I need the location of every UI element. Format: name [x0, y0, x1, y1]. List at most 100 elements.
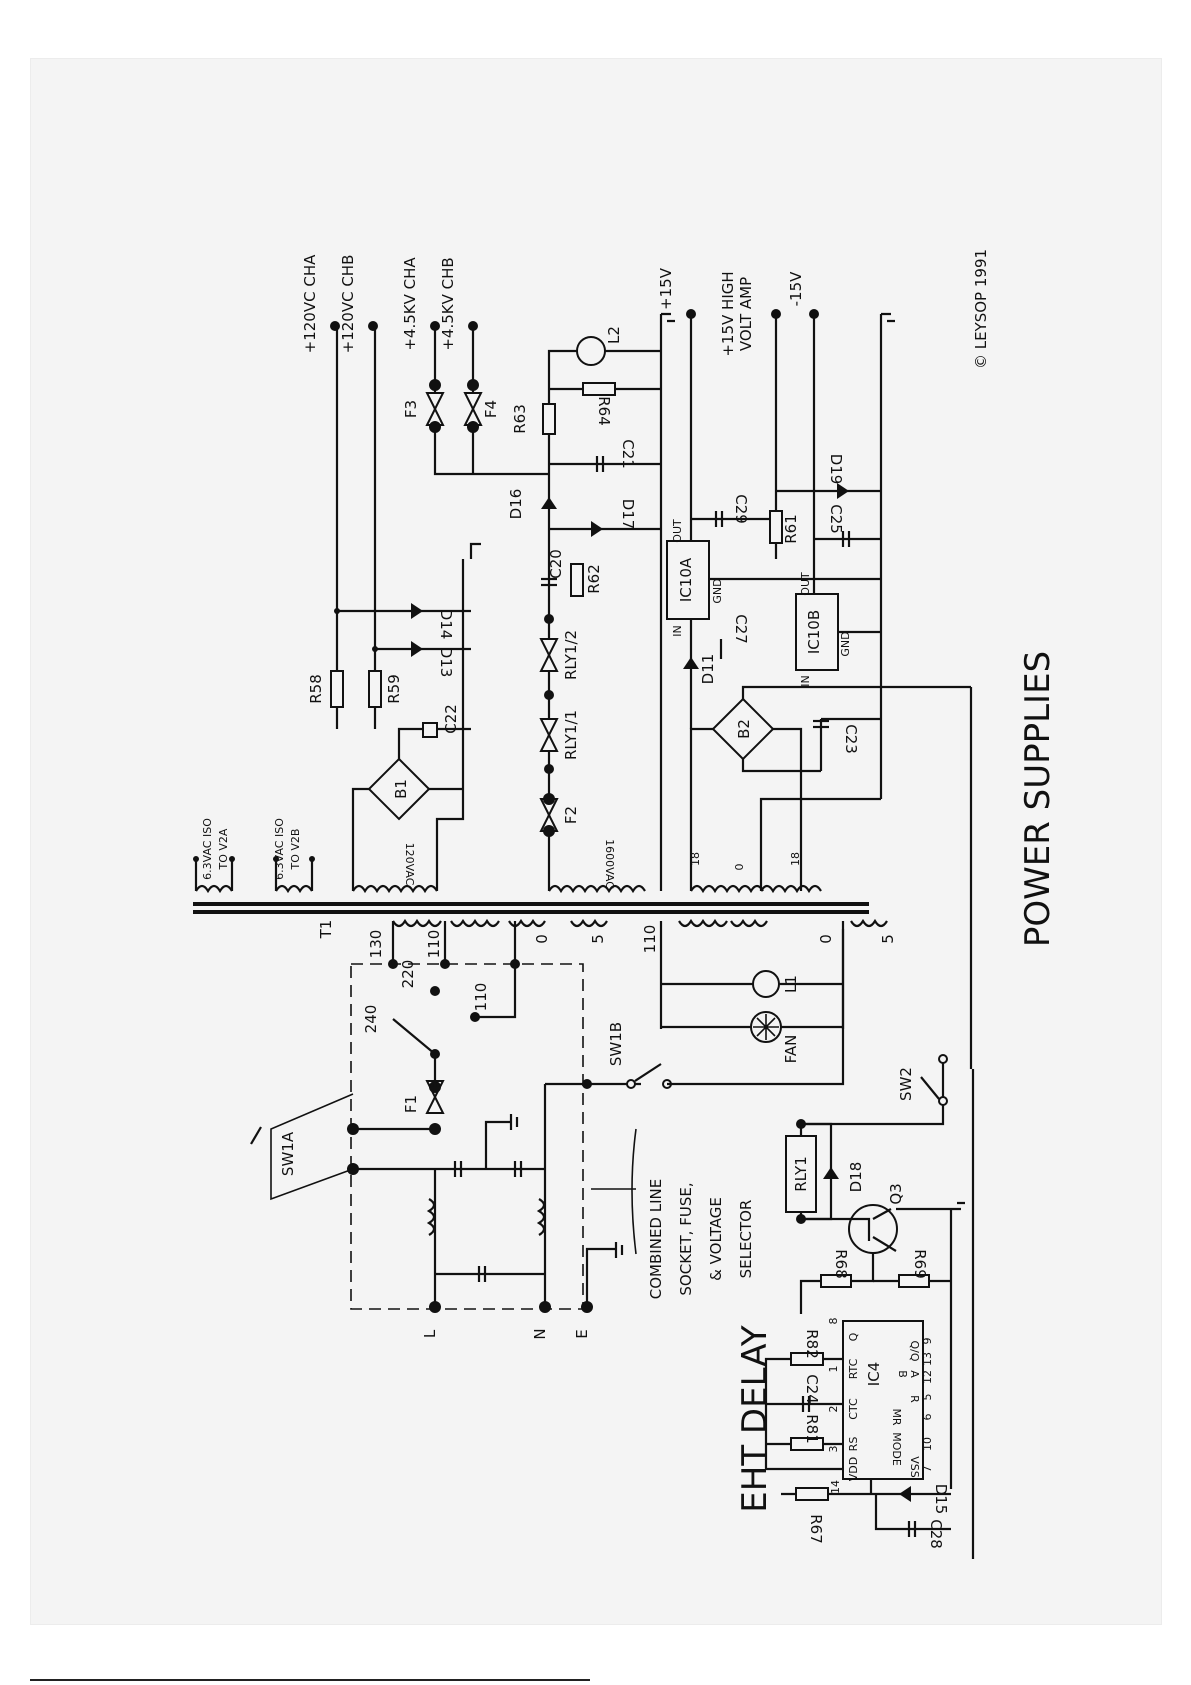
ic4-pin-vss: VSS: [908, 1456, 921, 1478]
ic10a-out-pin: OUT: [671, 519, 684, 543]
ic4-pin-b: B: [896, 1370, 909, 1378]
ic10b-label: IC10B: [805, 610, 823, 654]
d15-label: D16: [507, 489, 525, 520]
output-labels: +120VC CHA +120VC CHB +4.5KV CHA +4.5KV …: [301, 254, 805, 357]
section-line-input: L N E SW1A F1 240 220 110: [250, 921, 845, 1340]
sec-1600vac: 1600VAC: [603, 839, 616, 889]
ic4-pin-num-13: 13: [921, 1352, 934, 1366]
ic4-pin-ctc: CTC: [847, 1398, 860, 1420]
power-supply-schematic: POWER SUPPLIES EHT DELAY © LEYSOP 1991 +…: [193, 249, 1058, 1559]
section-low-voltage: B2 C23 D11 IC10A IN OUT GND C27 C29 R61 …: [666, 312, 973, 1069]
output-15v: +15V: [657, 267, 675, 310]
f1-label: F1: [402, 1095, 420, 1113]
tap-110-a: 110: [425, 930, 443, 959]
r69-label: R69: [911, 1249, 929, 1279]
ic4-pin-mr: MR: [890, 1408, 903, 1425]
tap-5-a: 5: [589, 934, 607, 944]
rly1-2-label: RLY1/2: [562, 630, 580, 680]
ic4-pin-num-5: 5: [921, 1394, 934, 1401]
d16-label: D17: [619, 499, 637, 530]
c29-label: C28: [927, 1519, 945, 1549]
section-title-eht-delay: EHT DELAY: [735, 1325, 775, 1513]
r64-label: R64: [595, 396, 613, 426]
f2-label: F2: [562, 806, 580, 824]
sw1a-label: SW1A: [279, 1131, 297, 1176]
output-120vc-chb: +120VC CHB: [339, 255, 357, 354]
output-15v-high: +15V HIGH: [719, 271, 737, 356]
output-minus-15v: -15V: [787, 271, 805, 306]
r59-label: R59: [385, 674, 403, 704]
section-eht-delay: SW2 RLY1 D18 Q3 R68 R69 IC4 RS CTC RTC Q…: [764, 1054, 975, 1559]
sw1b-label: SW1B: [607, 1022, 625, 1066]
voltage-220: 220: [399, 960, 417, 989]
ic4-pin-num-2: 2: [827, 1406, 840, 1413]
sec-0: 0: [733, 864, 746, 871]
bridge-b2-label: B2: [735, 719, 753, 739]
r58-label: R58: [307, 674, 325, 704]
sec-to-v2b: TO V2B: [289, 829, 302, 871]
selector-note-1: COMBINED LINE: [647, 1179, 665, 1299]
rly1-label: RLY1: [792, 1156, 810, 1192]
output-4kv-chb: +4.5KV CHB: [439, 257, 457, 350]
section-eht-supply: F2 RLY1/1 RLY1/2 C20 R62 D16 D17 C21 R63…: [402, 312, 675, 891]
l2-label: L2: [605, 326, 623, 344]
copyright-notice: © LEYSOP 1991: [972, 249, 990, 369]
r62-label: R62: [585, 564, 603, 594]
sec-18-a: 18: [689, 852, 702, 866]
sec-18-b: 18: [789, 852, 802, 866]
ic4-pin-a: A: [908, 1370, 921, 1378]
c28-label: C29: [732, 494, 750, 524]
ic10b-in-pin: IN: [799, 675, 812, 686]
ic4-pin-num-6: 6: [921, 1414, 934, 1421]
ic10a-in-pin: IN: [671, 625, 684, 636]
tap-0-b: 0: [817, 934, 835, 944]
l1-label: L1: [782, 975, 800, 993]
d13-label: D13: [437, 647, 455, 678]
selector-note-3: & VOLTAGE: [707, 1197, 725, 1281]
rly1-1-label: RLY1/1: [562, 710, 580, 760]
ic10b-out-pin: OUT: [799, 572, 812, 596]
ic4-pin-num-10: 10: [921, 1437, 934, 1451]
ic10b-gnd-pin: GND: [839, 631, 852, 656]
bridge-b1-label: B1: [392, 779, 410, 799]
r67-label: R67: [807, 1514, 825, 1544]
selector-note-4: SELECTOR: [737, 1200, 755, 1279]
c23-label: C23: [842, 724, 860, 754]
transformer-label: T1: [317, 920, 335, 940]
d14-label: D14: [437, 609, 455, 640]
transformer-t1: T1 130 110 0 5 110 0 5 6.3VAC ISO TO V2A…: [193, 818, 897, 959]
sec-to-v2a: TO V2A: [217, 828, 230, 870]
terminal-e: E: [573, 1329, 591, 1338]
d17-label: D15: [932, 1484, 950, 1515]
ic4-pin-rtc: RTC: [847, 1358, 860, 1379]
selector-note-2: SOCKET, FUSE,: [677, 1182, 695, 1295]
sec-120vac: 120VAC: [403, 843, 416, 886]
ic4-pin-num-1: 1: [827, 1366, 840, 1373]
c22-label: C22: [442, 704, 460, 734]
output-120vc-cha: +120VC CHA: [301, 254, 319, 353]
d11-label: D11: [699, 654, 717, 685]
ic4-pin-num-7: 7: [921, 1466, 934, 1473]
sec-6v3-a: 6.3VAC ISO: [201, 818, 214, 880]
c27-label: C25: [827, 504, 845, 534]
ic4-pin-num-14: 14: [829, 1480, 842, 1494]
f4-label: F4: [482, 400, 500, 418]
r68-label: R68: [832, 1249, 850, 1279]
ic4-pin-q: Q: [847, 1332, 860, 1341]
r61-label: R61: [782, 514, 800, 544]
ic4-label: IC4: [865, 1362, 883, 1386]
ic4-pin-num-9: 9: [921, 1338, 934, 1345]
ic4-pin-r: R: [908, 1395, 921, 1403]
schematic-sheet: POWER SUPPLIES EHT DELAY © LEYSOP 1991 +…: [30, 58, 1162, 1625]
ic4-pin-num-3: 3: [827, 1446, 840, 1453]
ic4-pin-num-8: 8: [827, 1318, 840, 1325]
section-120v-rectifier: B1 C22 R58 R59 D14 D13: [307, 326, 481, 891]
tap-5-b: 5: [879, 934, 897, 944]
tap-130: 130: [367, 930, 385, 959]
fan-label: FAN: [782, 1035, 800, 1064]
ic4-pin-rs: RS: [847, 1437, 860, 1452]
page-title: POWER SUPPLIES: [1018, 651, 1058, 947]
ic4-pin-vdd: VDD: [847, 1457, 860, 1481]
d19-label: D19: [827, 454, 845, 485]
tap-0-a: 0: [533, 934, 551, 944]
